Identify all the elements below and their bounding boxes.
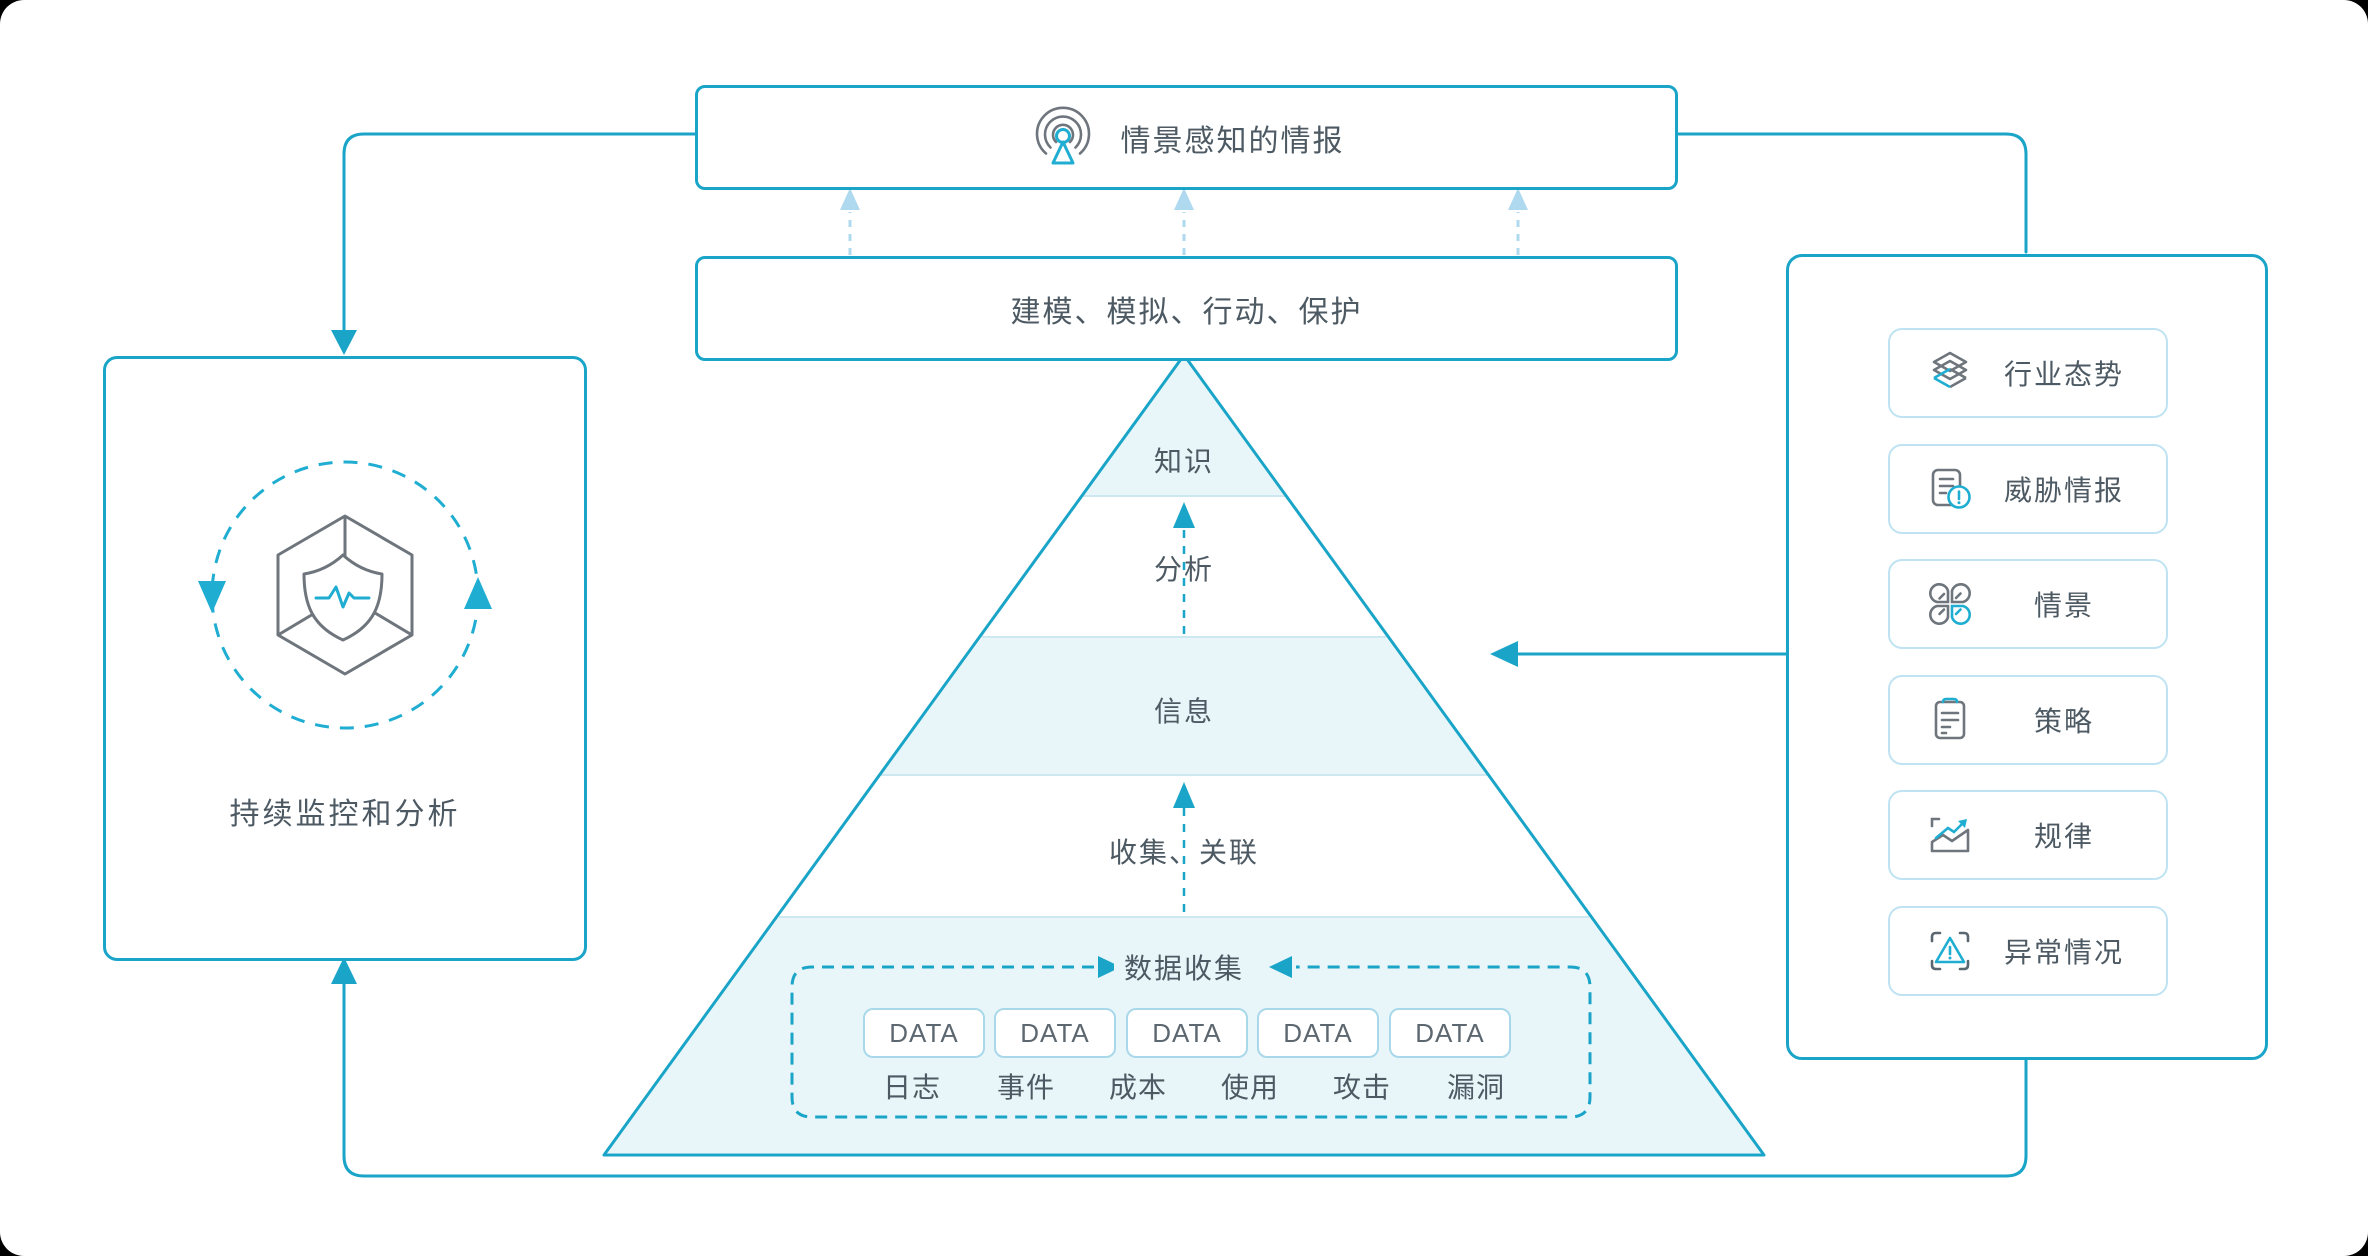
pyramid-level-knowledge: 知识	[1153, 446, 1215, 477]
data-collection-dashed-border	[790, 965, 1592, 1119]
data-box: DATA	[994, 1008, 1116, 1058]
industry-trend-icon	[1932, 351, 1968, 389]
source-label-vulns: 漏洞	[1446, 1072, 1506, 1103]
panel-item-anomaly: 异常情况	[1888, 906, 2168, 996]
band-knowledge	[1083, 357, 1285, 496]
panel-item-label: 规律	[2033, 821, 2094, 852]
anomaly-icon	[1930, 931, 1970, 971]
situational-intel-label: 情景感知的情报	[1120, 124, 1345, 158]
situational-intel-box: 情景感知的情报	[695, 85, 1678, 190]
data-box: DATA	[863, 1008, 985, 1058]
data-arrow-right-icon	[1098, 956, 1121, 978]
panel-item-pattern: 规律	[1888, 790, 2168, 880]
source-label-logs: 日志	[882, 1072, 942, 1103]
panel-item-strategy: 策略	[1888, 675, 2168, 765]
broadcast-icon	[1035, 106, 1090, 164]
feedback-dashed-lines	[848, 212, 1520, 255]
intel-sources-panel: 行业态势 威胁情报	[1786, 254, 2268, 1060]
feedback-arrow-center-icon	[1174, 188, 1194, 210]
pyramid-level-data-collection: 数据收集	[1113, 947, 1255, 987]
loop-arrowheads	[331, 330, 1518, 984]
pattern-icon	[1930, 817, 1970, 853]
pyramid-outline	[602, 353, 1766, 1157]
arrow-into-pyramid-icon	[1490, 641, 1518, 667]
source-label-attacks: 攻击	[1332, 1072, 1392, 1103]
data-box: DATA	[1389, 1008, 1511, 1058]
strategy-icon	[1934, 697, 1966, 740]
source-label-events: 事件	[996, 1072, 1056, 1103]
panel-item-scenario: 情景	[1888, 559, 2168, 649]
outer-loop-lines	[342, 132, 2028, 1178]
panel-item-label: 行业态势	[2003, 359, 2124, 390]
panel-item-label: 威胁情报	[2003, 475, 2124, 506]
source-label-cost: 成本	[1108, 1072, 1168, 1103]
pyramid-level-collect: 收集、关联	[1108, 837, 1260, 868]
pyramid-flow-arrowheads	[1173, 502, 1195, 808]
loop-top-right-line	[1670, 132, 2028, 254]
modeling-box: 建模、模拟、行动、保护	[695, 256, 1678, 361]
pyramid-level-analysis: 分析	[1153, 554, 1215, 585]
panel-item-industry-trend: 行业态势	[1888, 328, 2168, 418]
arrow-into-left-box-bottom-icon	[331, 957, 357, 984]
panel-item-threat-intel: 威胁情报	[1888, 444, 2168, 534]
feedback-arrow-right-icon	[1508, 188, 1528, 210]
flow-arrow-up-2-icon	[1173, 782, 1195, 808]
shield-cube-cycle-icon	[198, 460, 492, 730]
band-information	[881, 637, 1487, 775]
arrow-into-left-box-top-icon	[331, 330, 357, 355]
data-box: DATA	[1126, 1008, 1248, 1058]
panel-item-label: 情景	[2033, 590, 2094, 621]
loop-top-left-line	[342, 132, 697, 336]
feedback-arrow-left-icon	[840, 188, 860, 210]
loop-bottom-line	[342, 982, 2028, 1178]
modeling-label: 建模、模拟、行动、保护	[1010, 295, 1363, 329]
flow-arrow-up-1-icon	[1173, 502, 1195, 528]
panel-item-label: 策略	[2033, 706, 2094, 737]
panel-item-label: 异常情况	[2003, 937, 2124, 968]
scenario-icon	[1929, 583, 1971, 625]
feedback-arrowheads	[840, 188, 1528, 210]
threat-intel-icon	[1931, 468, 1971, 509]
data-collection-arrowheads	[1098, 956, 1292, 978]
pyramid-dividers	[779, 495, 1589, 918]
pyramid-level-information: 信息	[1153, 696, 1215, 727]
monitoring-label: 持续监控和分析	[229, 798, 461, 831]
data-arrow-left-icon	[1269, 956, 1292, 978]
data-box: DATA	[1257, 1008, 1379, 1058]
monitoring-box: 持续监控和分析	[103, 356, 587, 961]
source-label-usage: 使用	[1220, 1072, 1280, 1103]
